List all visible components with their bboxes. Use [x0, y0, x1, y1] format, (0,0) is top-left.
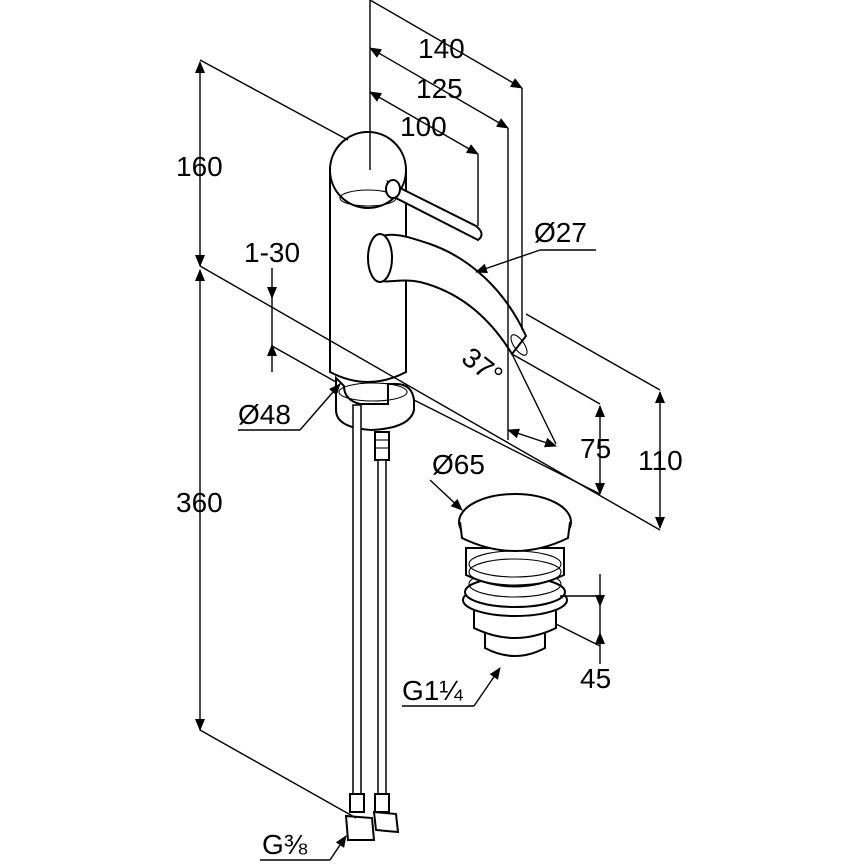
dim-dia-27: Ø27	[534, 217, 587, 248]
dim-100: 100	[400, 111, 447, 142]
faucet-lever	[386, 180, 483, 242]
dim-thread-g1-1-4: G1¼	[402, 675, 463, 706]
dim-110: 110	[638, 445, 683, 476]
dim-160: 160	[176, 151, 223, 182]
supply-hose-right	[377, 459, 387, 796]
dim-1-30: 1-30	[244, 237, 300, 268]
dimension-labels: 140 125 100 160 1-30 Ø27 Ø48 37° 75 110 …	[176, 33, 683, 860]
dim-angle-37: 37°	[456, 341, 508, 391]
supply-hose-left	[352, 404, 362, 796]
drain-valve	[458, 493, 572, 657]
faucet-body	[329, 169, 407, 383]
faucet	[329, 131, 528, 841]
dim-140: 140	[418, 33, 465, 64]
dim-dia-48: Ø48	[238, 399, 291, 430]
hose-fittings	[344, 793, 400, 841]
dim-75: 75	[580, 433, 611, 464]
dim-360: 360	[176, 487, 223, 518]
dim-dia-65: Ø65	[432, 449, 485, 480]
dim-125: 125	[416, 73, 463, 104]
dim-thread-g3-8: G⅜	[262, 829, 308, 860]
dim-45: 45	[580, 663, 611, 694]
dimension-lines	[195, 0, 665, 861]
